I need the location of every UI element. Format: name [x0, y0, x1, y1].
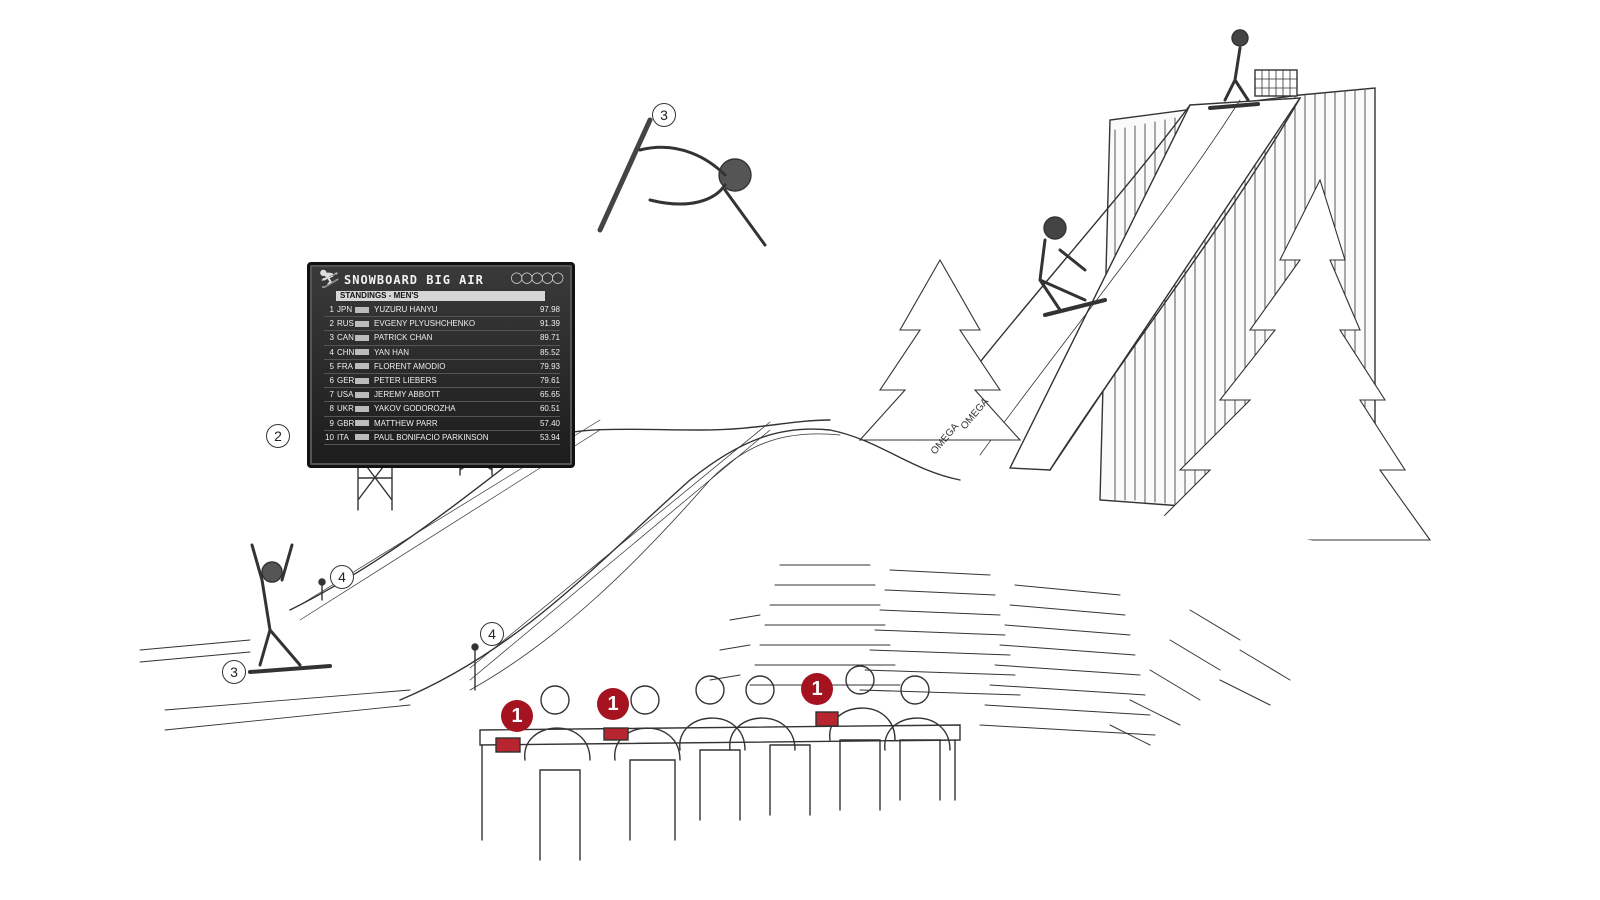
- flag-icon: [355, 334, 369, 341]
- callout-sensor-right: 4: [480, 622, 504, 646]
- nation: USA: [337, 390, 354, 400]
- nation: FRA: [337, 361, 353, 371]
- flag-icon: [355, 434, 369, 441]
- scoreboard-subtitle: STANDINGS - MEN'S: [336, 291, 545, 301]
- rider-landing: [248, 543, 332, 674]
- score: 57.40: [539, 418, 560, 428]
- athlete-name: PAUL BONIFACIO PARKINSON: [374, 432, 489, 442]
- flag-icon: [355, 391, 369, 398]
- rank: 3: [329, 333, 334, 343]
- flag-icon: [355, 320, 369, 327]
- spectator-bleachers: [709, 564, 1291, 746]
- judges-table-area: [479, 665, 961, 861]
- callout-scoreboard: 2: [266, 424, 290, 448]
- flag-icon: [355, 420, 369, 427]
- timing-sensors: [318, 578, 479, 691]
- score: 53.94: [539, 432, 560, 442]
- athlete-name: PATRICK CHAN: [374, 333, 433, 343]
- score: 79.61: [539, 376, 560, 386]
- rank: 2: [329, 319, 334, 329]
- athlete-name: MATTHEW PARR: [374, 418, 438, 428]
- rider-at-start: [1208, 29, 1260, 110]
- jump-and-landing-hill: [139, 419, 1450, 800]
- flag-icon: [355, 377, 369, 384]
- flag-icon: [355, 405, 369, 412]
- callout-sensor-left: 4: [330, 565, 354, 589]
- rank: 10: [325, 432, 334, 442]
- scoreboard-title: SNOWBOARD BIG AIR: [344, 273, 484, 287]
- judge-marker-badge: 1: [801, 673, 833, 705]
- flag-icon: [355, 363, 369, 370]
- callout-landing-rider: 3: [222, 660, 246, 684]
- nation: GBR: [337, 418, 355, 428]
- judge-marker-badge: 1: [501, 700, 533, 732]
- nation: JPN: [337, 305, 353, 315]
- nation: ITA: [337, 432, 349, 442]
- score: 89.71: [539, 333, 560, 343]
- rank: 5: [329, 361, 334, 371]
- athlete-name: EVGENY PLYUSHCHENKO: [374, 319, 476, 329]
- rider-on-inrun: [1038, 216, 1107, 317]
- rank: 4: [329, 347, 334, 357]
- score: 65.65: [539, 390, 560, 400]
- rank: 8: [329, 404, 334, 414]
- score: 91.39: [539, 319, 560, 329]
- flag-icon: [355, 349, 369, 356]
- athlete-name: FLORENT AMODIO: [374, 361, 446, 371]
- score: 97.98: [539, 305, 560, 315]
- scoreboard: ⛷ SNOWBOARD BIG AIR ◯◯◯◯◯ STANDINGS - ME…: [307, 262, 575, 468]
- rank: 7: [329, 390, 334, 400]
- score: 79.93: [539, 361, 560, 371]
- nation: RUS: [337, 319, 354, 329]
- event-logo-icon: ⛷: [318, 269, 341, 289]
- flag-icon: [355, 306, 369, 313]
- athlete-name: YUZURU HANYU: [374, 305, 438, 315]
- rank: 1: [329, 305, 334, 315]
- callout-aerial-rider: 3: [652, 103, 676, 127]
- nation: UKR: [337, 404, 354, 414]
- rank: 6: [329, 376, 334, 386]
- nation: CAN: [337, 333, 354, 343]
- athlete-name: YAN HAN: [374, 347, 409, 357]
- score: 60.51: [539, 404, 560, 414]
- judge-marker-badge: 1: [597, 688, 629, 720]
- athlete-name: YAKOV GODOROZHA: [374, 404, 456, 414]
- nation: GER: [337, 376, 355, 386]
- rank: 9: [329, 418, 334, 428]
- athlete-name: JEREMY ABBOTT: [374, 390, 441, 400]
- score: 85.52: [539, 347, 560, 357]
- olympic-rings-icon: ◯◯◯◯◯: [510, 272, 564, 284]
- rider-aerial: [597, 117, 767, 247]
- athlete-name: PETER LIEBERS: [374, 376, 437, 386]
- nation: CHN: [337, 347, 355, 357]
